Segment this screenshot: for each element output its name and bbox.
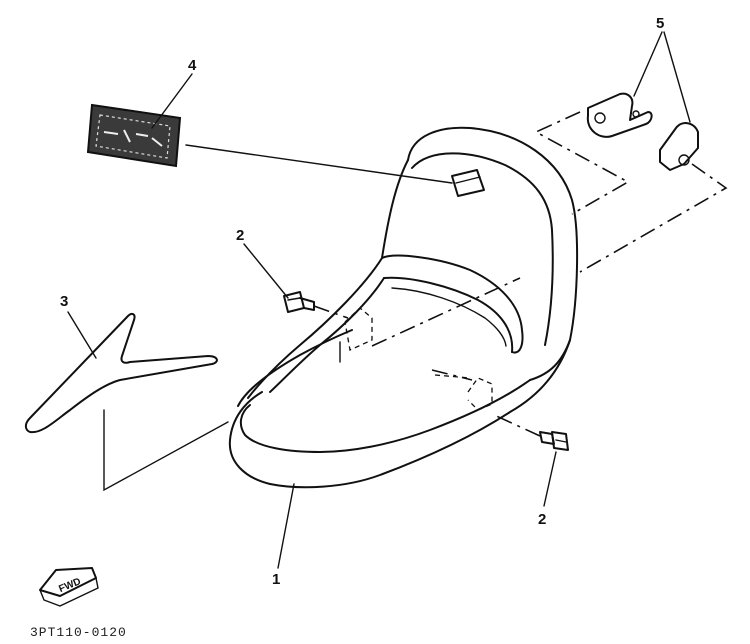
seat-backrest-inner [411, 152, 554, 346]
seat-hidden-mount-left [344, 307, 373, 351]
bracket-left [586, 92, 653, 138]
fwd-arrow-icon: FWD [39, 567, 99, 607]
seat-hidden-mount-right [467, 377, 493, 411]
seat-emblem-recess [451, 169, 485, 197]
bolt-lower [539, 431, 569, 451]
leader-5b [663, 31, 691, 123]
callout-4: 4 [188, 57, 197, 74]
seat-backrest-left-edge [381, 159, 409, 259]
seat-backrest-outline [407, 126, 579, 381]
bolt-upper [283, 291, 315, 313]
callout-5: 5 [656, 15, 664, 32]
side-decal [24, 312, 218, 434]
leader-3 [67, 311, 97, 359]
diagram-code: 3PT110-0120 [30, 625, 127, 640]
fwd-label: FWD [57, 576, 82, 595]
leader-emblem-to-seat [185, 144, 453, 184]
bracket-left-axis [534, 111, 630, 215]
lower-bolt-axis [491, 413, 541, 437]
seat-front-left-edge [247, 257, 383, 399]
seat-right-side [269, 339, 571, 489]
callout-3: 3 [60, 293, 68, 310]
leader-1 [277, 483, 295, 569]
leader-4 [151, 73, 193, 129]
seat-mount-axis [371, 277, 521, 381]
seat-roll-bottom [383, 276, 514, 353]
decal-leader-bracket [103, 409, 229, 492]
seat-roll-stitch [391, 287, 507, 347]
seat-assembly [228, 126, 579, 489]
callout-2-lower: 2 [538, 511, 546, 528]
callout-1: 1 [272, 571, 280, 588]
seat-nose-outer [228, 391, 271, 485]
seat-nose-inner [239, 404, 321, 453]
seat-emblem-recess-shade [455, 176, 481, 184]
seat-right-side-inner [319, 379, 531, 453]
leader-5a [633, 31, 663, 97]
emblem-plate [86, 103, 182, 168]
callout-2-upper: 2 [236, 227, 244, 244]
seat-roll-top [381, 254, 524, 354]
bracket-right-axis [579, 163, 728, 273]
bracket-right [659, 122, 699, 171]
leader-2-lower [543, 451, 557, 507]
upper-bolt-axis [313, 305, 349, 319]
leader-2-upper [243, 243, 289, 299]
seat-front-pan [237, 329, 353, 407]
